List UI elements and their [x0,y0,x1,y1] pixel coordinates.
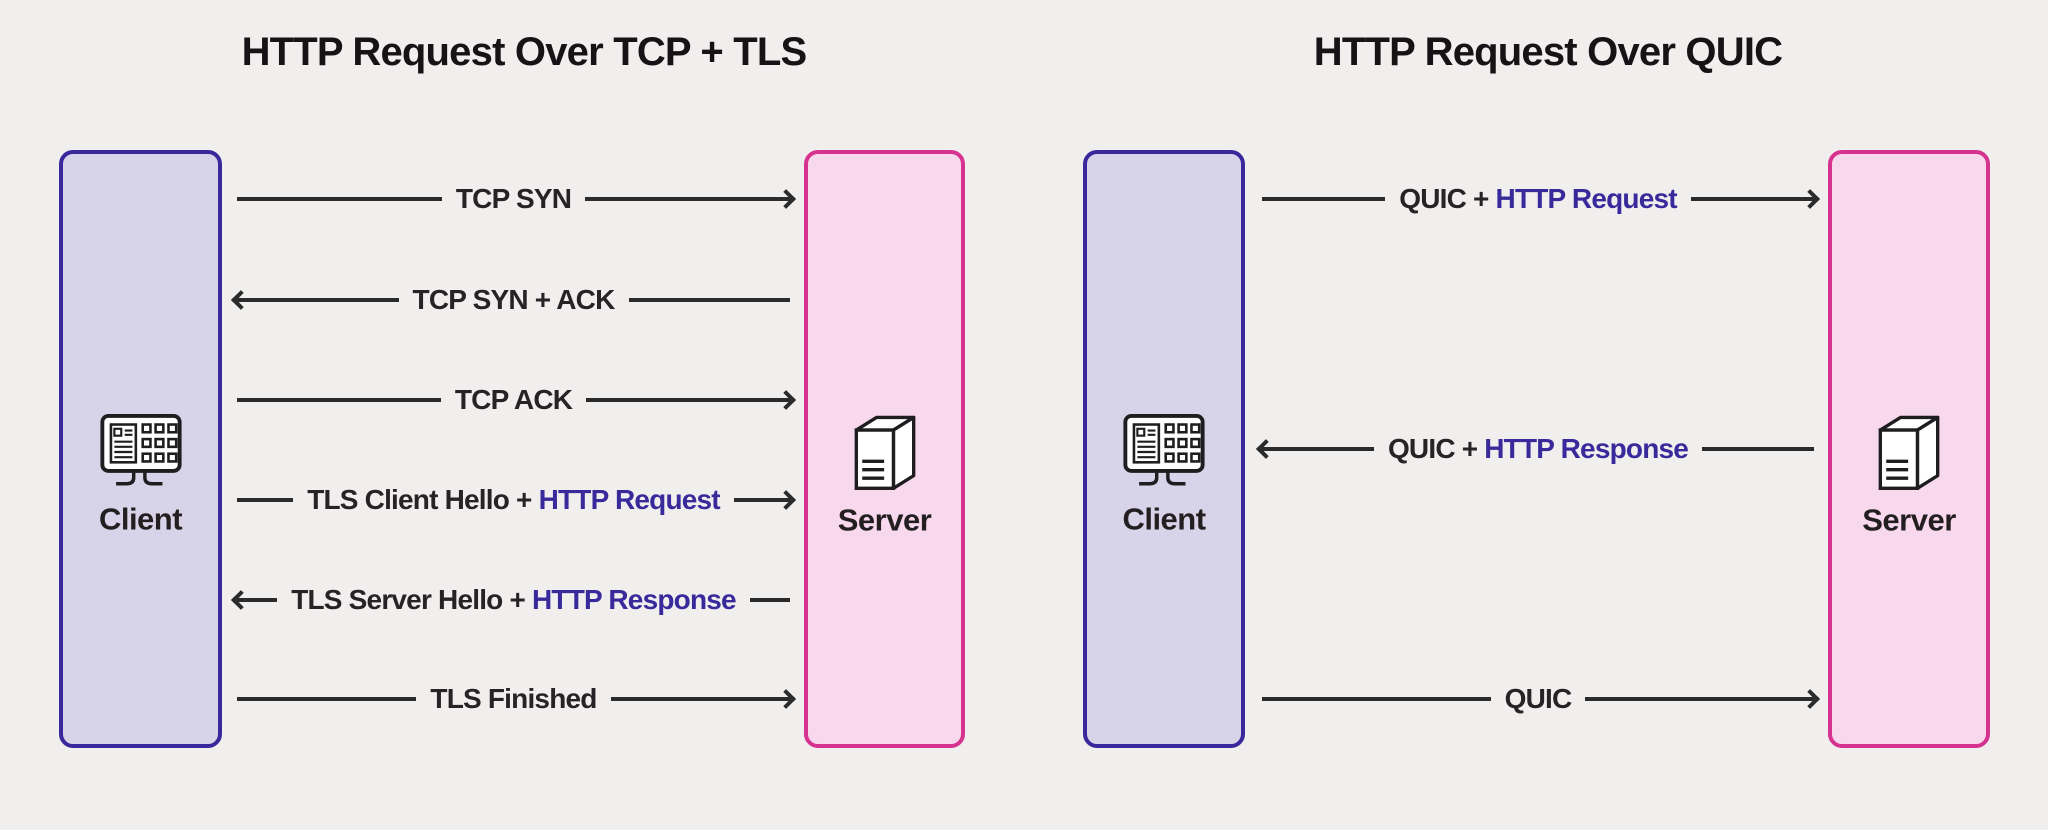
message-quic-http-response: QUIC + HTTP Response [1256,427,1814,471]
message-label: TLS Server Hello + HTTP Response [291,584,736,615]
message-tls-client-hello: TLS Client Hello + HTTP Request [237,478,796,522]
message-line [1585,697,1814,701]
arrow-right-icon [1800,689,1820,709]
message-tls-finished: TLS Finished [237,677,796,721]
client-figure: Client [1087,413,1241,538]
message-quic: QUIC [1262,677,1820,721]
server-figure: Server [1832,412,1986,539]
server-box: Server [804,150,965,748]
message-line [237,697,417,701]
arrow-left-icon [1256,439,1276,459]
client-label: Client [1122,501,1206,537]
message-label: TCP ACK [454,384,573,415]
message-label: TLS Client Hello + HTTP Request [307,484,720,515]
message-line [1262,447,1374,451]
arrow-left-icon [231,290,251,310]
client-monitor-icon [99,414,182,486]
message-line [585,197,790,201]
message-line [733,498,791,502]
message-label: QUIC + HTTP Response [1387,433,1689,464]
server-tower-icon [1878,415,1940,490]
server-box: Server [1828,150,1990,748]
panel-title-tcp-tls: HTTP Request Over TCP + TLS [241,30,808,74]
message-line [1690,197,1814,201]
message-line [610,697,790,701]
message-label: TLS Finished [430,683,597,714]
arrow-left-icon [231,590,251,610]
message-line [237,197,442,201]
message-line [1702,447,1814,451]
message-tls-server-hello: TLS Server Hello + HTTP Response [231,578,791,622]
message-line [586,398,791,402]
message-label: TCP SYN + ACK [412,284,616,315]
client-label: Client [98,501,183,537]
message-tcp-ack: TCP ACK [237,378,796,422]
client-box: Client [59,150,222,748]
message-label: QUIC [1504,683,1573,714]
message-line [237,498,294,502]
message-label: QUIC + HTTP Request [1399,183,1677,214]
arrow-right-icon [776,390,796,410]
message-line [628,298,791,302]
server-label: Server [1862,502,1956,538]
server-label: Server [837,502,932,538]
message-line [237,598,278,602]
arrow-right-icon [776,490,796,510]
client-figure: Client [63,413,218,538]
message-line [237,398,441,402]
message-quic-http-request: QUIC + HTTP Request [1262,177,1820,221]
arrow-right-icon [1800,189,1820,209]
client-monitor-icon [1123,414,1205,486]
server-figure: Server [808,412,961,539]
panel-title-quic: HTTP Request Over QUIC [1313,30,1783,74]
message-line [749,598,791,602]
client-box: Client [1083,150,1245,748]
message-line [1262,697,1491,701]
message-tcp-syn-ack: TCP SYN + ACK [231,278,791,322]
server-tower-icon [854,415,915,490]
arrow-right-icon [776,189,796,209]
message-label: TCP SYN [455,183,572,214]
message-tcp-syn: TCP SYN [237,177,796,221]
arrow-right-icon [776,689,796,709]
message-line [237,298,399,302]
message-line [1262,197,1386,201]
